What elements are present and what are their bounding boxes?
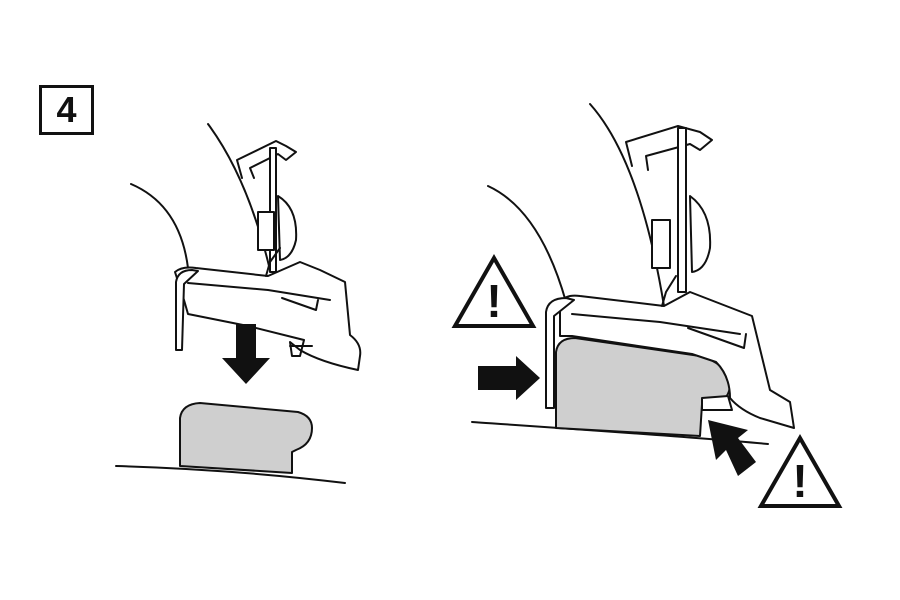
arrow-up-left-icon [708,420,756,476]
right-knob [689,195,712,273]
warning-icon: ! [757,433,843,508]
right-frame-curve-outer [589,103,665,307]
left-frame-curve-inner [130,183,189,269]
arrow-down-icon [222,324,270,384]
right-hook-tip [701,395,733,411]
right-pad [651,219,671,269]
left-pad [257,211,275,251]
right-angle-line [661,275,677,307]
right-illustration [471,103,795,445]
right-frame-curve-inner [487,185,567,303]
right-hook-bracket [625,125,713,171]
left-hook-bracket [236,140,297,179]
left-roof-line [115,465,346,484]
left-foot-slot [281,297,319,311]
left-foot-top-edge [187,282,331,301]
warning-icon: ! [451,253,537,328]
left-illustration [115,123,362,484]
right-foot-top-edge [571,313,741,335]
left-frame-angle [265,247,281,277]
right-foot-slot [687,327,747,349]
left-rail-profile [179,402,313,474]
warning-symbol-left: ! [486,275,501,327]
left-clamp-lip [175,269,199,351]
right-bolt [677,127,687,293]
left-foot-body [174,261,362,371]
left-knob [277,195,298,261]
warning-symbol-right: ! [792,455,807,507]
arrow-right-icon [478,356,540,400]
step-number: 4 [56,89,77,130]
step-number-box: 4 [39,85,94,135]
right-foot-body [559,291,795,429]
right-clamp-lip [545,297,575,409]
